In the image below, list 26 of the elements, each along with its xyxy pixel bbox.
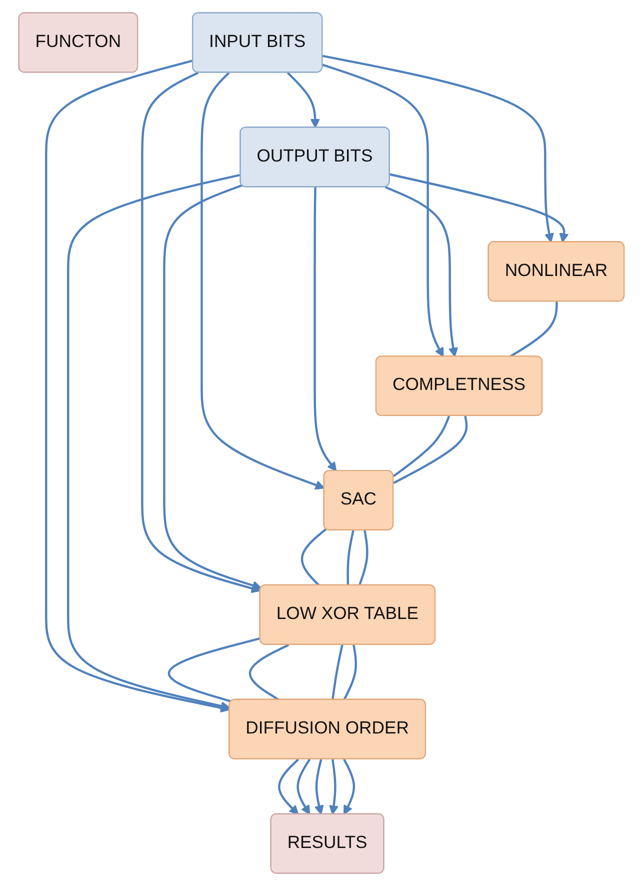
connector: [168, 637, 261, 702]
arrow: [296, 758, 311, 815]
connector: [358, 530, 368, 586]
arrow: [322, 64, 444, 358]
connector: [332, 644, 344, 700]
arrow: [163, 184, 262, 590]
connector: [249, 644, 290, 701]
arrow: [200, 72, 325, 490]
connector: [510, 302, 558, 358]
arrow: [45, 60, 230, 713]
connector: [300, 528, 327, 586]
connector: [343, 644, 358, 700]
connector: [393, 416, 468, 484]
arrow: [141, 72, 261, 594]
arrow: [278, 758, 300, 815]
arrow: [314, 187, 337, 472]
arrow: [343, 758, 356, 815]
arrow: [314, 759, 324, 815]
arrow: [322, 54, 554, 243]
arrow: [329, 759, 339, 815]
connector: [392, 416, 450, 478]
arrow: [286, 72, 320, 128]
arrow: [384, 186, 458, 358]
connector: [346, 530, 354, 586]
arrow: [67, 174, 242, 711]
arrow: [390, 173, 569, 243]
